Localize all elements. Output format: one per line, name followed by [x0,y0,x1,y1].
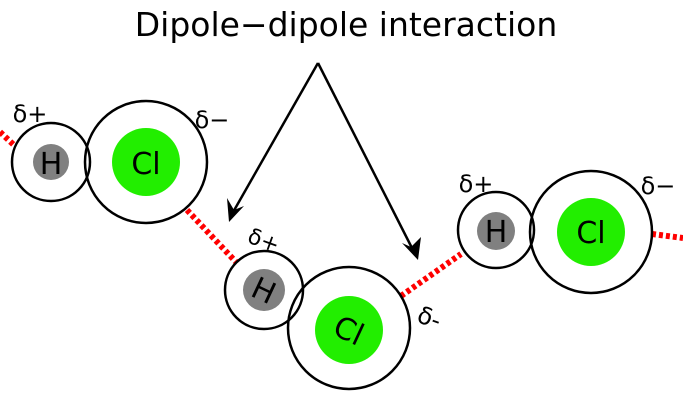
h-label: H [40,147,63,182]
hydrogen-atom [243,269,285,311]
charge-negative: δ− [195,106,230,134]
chlorine-atom [315,296,383,364]
interaction-line [399,251,463,299]
hydrogen-atom [477,212,515,250]
chlorine-atom [112,128,180,196]
interaction-line [184,207,239,265]
interaction-lines [0,129,683,299]
molecule-left: H Cl δ+ δ− [10,99,230,225]
molecule-right: H Cl δ+ δ− [456,169,676,295]
arrowhead-left-icon [227,198,244,222]
diagram-title: Dipole−dipole interaction [135,5,558,44]
charge-negative: δ− [641,172,676,200]
chlorine-atom [557,198,625,266]
hydrogen-atom [33,144,69,180]
charge-positive: δ+ [459,170,494,198]
interaction-line [0,129,18,149]
arrow-left [230,62,320,215]
arrowhead-right-icon [402,237,421,260]
interaction-line [651,231,683,241]
cl-label: Cl [576,216,605,251]
charge-positive: δ+ [13,100,48,128]
h-label: H [485,215,508,250]
charge-negative: δ- [414,301,446,335]
arrow-right [316,62,416,253]
molecule-middle: H Cl δ+ δ- [223,224,446,391]
arrows [230,62,416,253]
cl-label: Cl [131,147,160,182]
